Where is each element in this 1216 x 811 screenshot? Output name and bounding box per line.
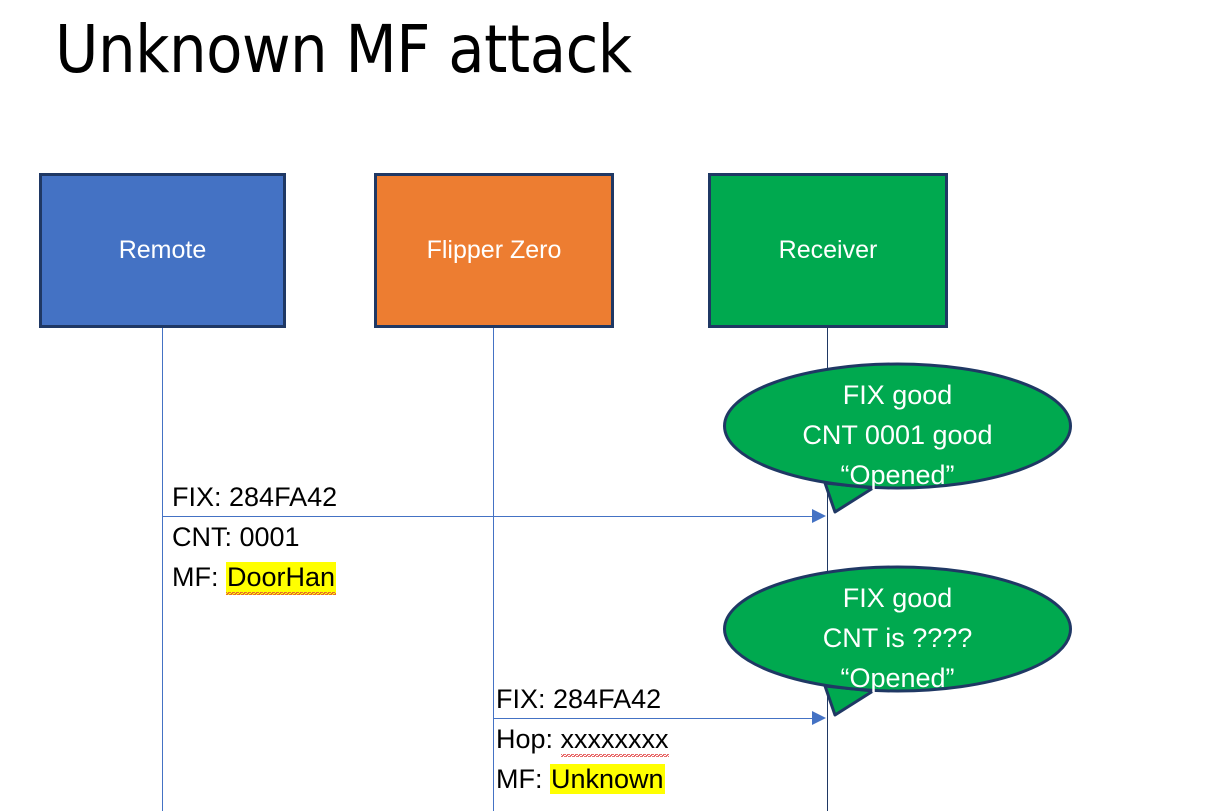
lifeline-flipper (493, 328, 494, 811)
message-2-hop-value: xxxxxxxx (560, 724, 669, 757)
message-arrow-line-1 (162, 516, 814, 517)
speech-bubble-1-shape (723, 362, 1072, 514)
page-title: Unknown MF attack (55, 11, 632, 88)
message-2-fix-value: 284FA42 (553, 684, 662, 714)
message-label-1: FIX: 284FA42 CNT: 0001 MF: DoorHan (172, 477, 337, 597)
message-1-fix-value: 284FA42 (229, 482, 338, 512)
message-1-cnt-value: 0001 (239, 522, 300, 552)
lifeline-remote (162, 328, 163, 811)
speech-bubble-2-shape (723, 565, 1072, 717)
message-label-2-line-2: Hop: xxxxxxxx (496, 719, 669, 759)
message-2-mf-key: MF: (496, 764, 550, 794)
message-1-mf-value: DoorHan (226, 562, 337, 595)
message-label-1-line-1: FIX: 284FA42 (172, 477, 337, 517)
message-arrowhead-icon-1 (812, 509, 826, 523)
message-label-2: FIX: 284FA42 Hop: xxxxxxxx MF: Unknown (496, 679, 669, 799)
message-label-2-line-1: FIX: 284FA42 (496, 679, 669, 719)
actor-label-flipper: Flipper Zero (426, 236, 562, 264)
message-label-2-line-3: MF: Unknown (496, 759, 669, 799)
message-1-cnt-key: CNT: (172, 522, 240, 552)
actor-label-receiver: Receiver (778, 236, 878, 264)
message-1-mf-key: MF: (172, 562, 226, 592)
actor-box-receiver[interactable]: Receiver (708, 173, 948, 328)
message-label-1-line-2: CNT: 0001 (172, 517, 337, 557)
speech-bubble-2[interactable]: FIX good CNT is ???? “Opened” (723, 565, 1072, 723)
speech-bubble-1[interactable]: FIX good CNT 0001 good “Opened” (723, 362, 1072, 520)
actor-box-remote[interactable]: Remote (39, 173, 286, 328)
actor-box-flipper[interactable]: Flipper Zero (374, 173, 614, 328)
message-1-fix-key: FIX: (172, 482, 230, 512)
message-2-fix-key: FIX: (496, 684, 554, 714)
message-2-hop-key: Hop: (496, 724, 561, 754)
message-arrow-line-2 (493, 718, 814, 719)
actor-label-remote: Remote (118, 236, 207, 264)
message-arrowhead-icon-2 (812, 711, 826, 725)
message-label-1-line-3: MF: DoorHan (172, 557, 337, 597)
lifeline-receiver (827, 328, 828, 811)
message-2-mf-value: Unknown (550, 764, 665, 794)
